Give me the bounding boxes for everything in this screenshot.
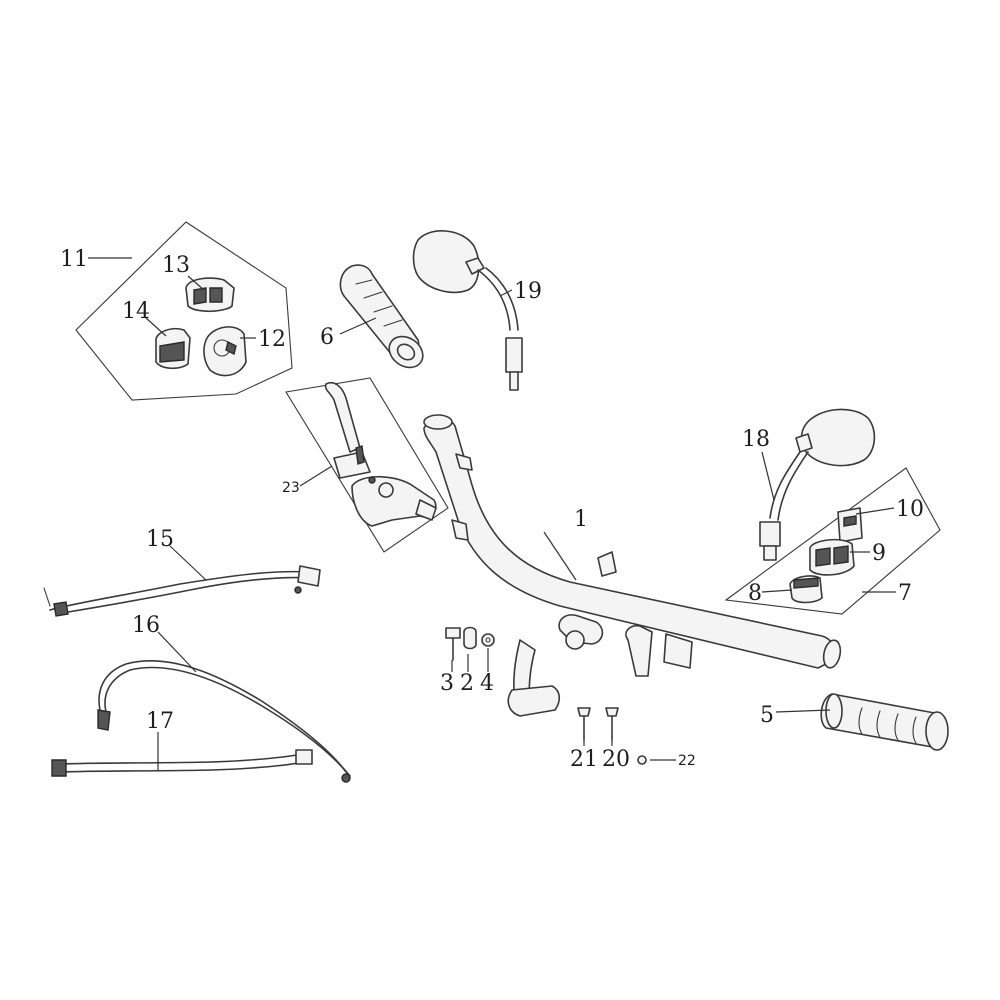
callout-23: 23 — [282, 480, 300, 496]
callout-11: 11 — [60, 247, 88, 272]
left-mirror-part — [412, 230, 523, 391]
callout-21: 21 — [570, 747, 598, 772]
nut-part-2 — [463, 626, 477, 650]
switch-housing-part-12 — [203, 326, 247, 377]
screw-part-20 — [605, 707, 619, 741]
leader-lines — [88, 257, 896, 770]
callout-15: 15 — [146, 527, 174, 552]
callout-13: 13 — [162, 253, 190, 278]
callout-5: 5 — [760, 703, 774, 728]
bolt-part-3 — [445, 627, 461, 661]
switch-cap-part-8 — [789, 575, 823, 604]
callout-6: 6 — [320, 325, 334, 350]
callout-7: 7 — [898, 581, 912, 606]
switch-block-part-9 — [809, 538, 855, 576]
callout-9: 9 — [872, 541, 886, 566]
callout-8: 8 — [748, 581, 762, 606]
switch-plate-part-10 — [837, 507, 863, 543]
callout-4: 4 — [480, 671, 494, 696]
callout-1: 1 — [574, 507, 588, 532]
horn-button-part-13 — [185, 277, 235, 313]
callout-12: 12 — [258, 327, 286, 352]
left-switch-group-outline — [75, 221, 293, 401]
right-grip-part — [820, 693, 949, 751]
throttle-cable-part-15 — [43, 565, 321, 617]
callout-18: 18 — [742, 427, 770, 452]
speedometer-cable-part-17 — [51, 749, 313, 777]
handlebar-part — [423, 414, 842, 717]
brake-lever-assembly-part — [285, 377, 449, 553]
screw-part-21 — [577, 707, 591, 741]
callout-10: 10 — [896, 497, 924, 522]
callout-labels: 1 2 3 4 5 6 7 8 9 10 11 12 13 14 15 16 1… — [60, 247, 924, 772]
left-grip-part — [339, 264, 424, 369]
callout-19: 19 — [514, 279, 542, 304]
callout-14: 14 — [122, 299, 150, 324]
callout-22: 22 — [678, 753, 696, 769]
callout-3: 3 — [440, 671, 454, 696]
callout-20: 20 — [602, 747, 630, 772]
washer-part-22 — [637, 755, 647, 765]
washer-part-4 — [481, 633, 495, 647]
right-mirror-part — [759, 408, 876, 561]
callout-16: 16 — [132, 613, 160, 638]
brake-cable-part-16 — [97, 660, 351, 783]
callout-2: 2 — [460, 671, 474, 696]
callout-17: 17 — [146, 709, 174, 734]
switch-knob-part-14 — [155, 327, 191, 370]
